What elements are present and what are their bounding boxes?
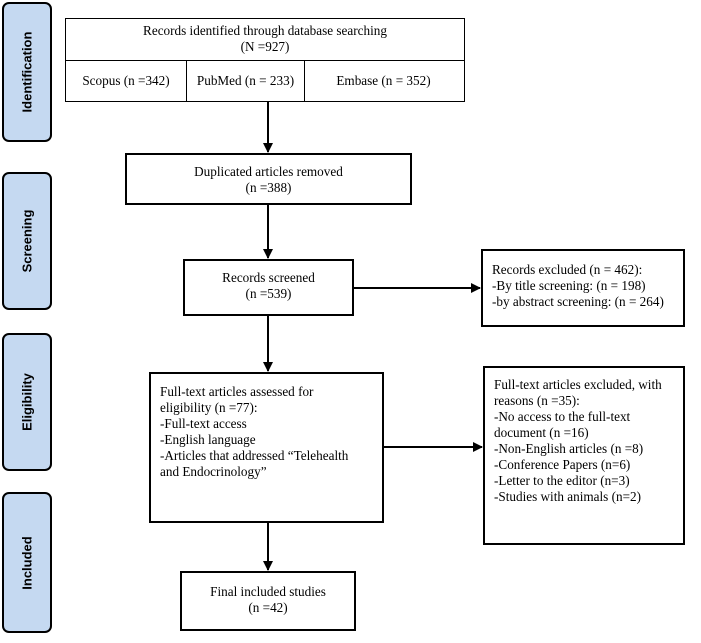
records-excluded-box: Records excluded (n = 462): -By title sc… — [481, 249, 685, 327]
source-scopus: Scopus (n =342) — [82, 73, 170, 88]
phase-included: Included — [2, 492, 52, 633]
fulltext-excluded-line-4: document (n =16) — [494, 425, 589, 440]
identified-count: (N =927) — [240, 39, 290, 54]
duplicates-removed-box: Duplicated articles removed (n =388) — [125, 153, 412, 205]
fulltext-excluded-line-5: -Non-English articles (n =8) — [494, 441, 644, 456]
records-screened-box: Records screened (n =539) — [183, 259, 354, 316]
excluded-line-1: Records excluded (n = 462): — [492, 262, 643, 277]
assessed-line-3: -Full-text access — [160, 416, 247, 431]
identified-records-box: Records identified through database sear… — [65, 18, 465, 102]
excluded-line-2: -By title screening: (n = 198) — [492, 278, 646, 293]
fulltext-excluded-box: Full-text articles excluded, with reason… — [483, 366, 685, 545]
fulltext-excluded-line-2: reasons (n =35): — [494, 393, 580, 408]
source-embase: Embase (n = 352) — [336, 73, 431, 88]
assessed-line-2: eligibility (n =77): — [160, 400, 258, 415]
fulltext-assessed-box: Full-text articles assessed for eligibil… — [149, 372, 384, 523]
fulltext-excluded-line-1: Full-text articles excluded, with — [494, 377, 662, 392]
assessed-line-1: Full-text articles assessed for — [160, 384, 314, 399]
excluded-line-3: -by abstract screening: (n = 264) — [492, 294, 664, 309]
identified-title: Records identified through database sear… — [143, 23, 387, 38]
final-included-box: Final included studies (n =42) — [180, 571, 356, 631]
duplicates-count: (n =388) — [245, 180, 292, 195]
fulltext-excluded-line-6: -Conference Papers (n=6) — [494, 457, 631, 472]
screened-title: Records screened — [222, 270, 315, 285]
phase-eligibility: Eligibility — [2, 333, 52, 471]
duplicates-title: Duplicated articles removed — [194, 164, 343, 179]
fulltext-excluded-line-8: -Studies with animals (n=2) — [494, 489, 641, 504]
included-title: Final included studies — [210, 584, 326, 599]
phase-identification: Identification — [2, 2, 52, 142]
assessed-line-6: and Endocrinology” — [160, 464, 267, 479]
screened-count: (n =539) — [245, 286, 292, 301]
phase-screening: Screening — [2, 172, 52, 310]
fulltext-excluded-line-7: -Letter to the editor (n=3) — [494, 473, 630, 488]
assessed-line-5: -Articles that addressed “Telehealth — [160, 448, 349, 463]
database-sources-row: Scopus (n =342) PubMed (n = 233) Embase … — [66, 60, 464, 101]
fulltext-excluded-line-3: -No access to the full-text — [494, 409, 631, 424]
assessed-line-4: -English language — [160, 432, 256, 447]
included-count: (n =42) — [248, 600, 288, 615]
source-pubmed: PubMed (n = 233) — [186, 61, 305, 101]
